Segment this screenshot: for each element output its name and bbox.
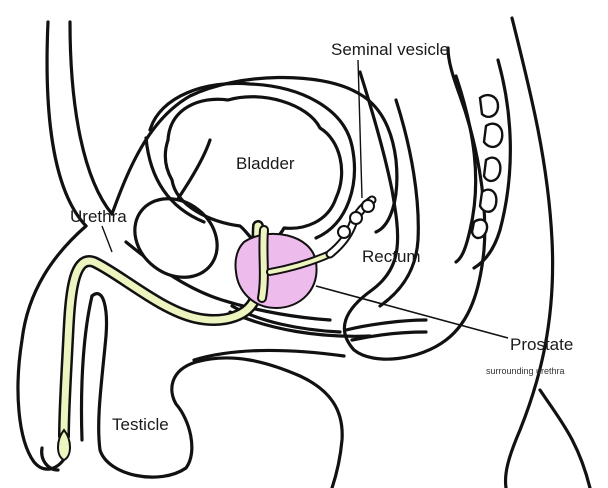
label-testicle: Testicle bbox=[112, 415, 169, 434]
label-prostate: Prostate bbox=[510, 335, 573, 354]
label-urethra: Urethra bbox=[70, 207, 127, 226]
prostate bbox=[235, 230, 330, 308]
label-rectum: Rectum bbox=[362, 247, 421, 266]
label-prostate-note: surrounding urethra bbox=[486, 366, 565, 376]
urethra-leader-line bbox=[102, 226, 112, 252]
seminal-vesicle bbox=[330, 200, 374, 254]
sacrum-coccyx bbox=[456, 60, 510, 268]
label-seminal-vesicle: Seminal vesicle bbox=[331, 40, 449, 59]
label-bladder: Bladder bbox=[236, 154, 295, 173]
pubic-bone bbox=[119, 183, 233, 294]
